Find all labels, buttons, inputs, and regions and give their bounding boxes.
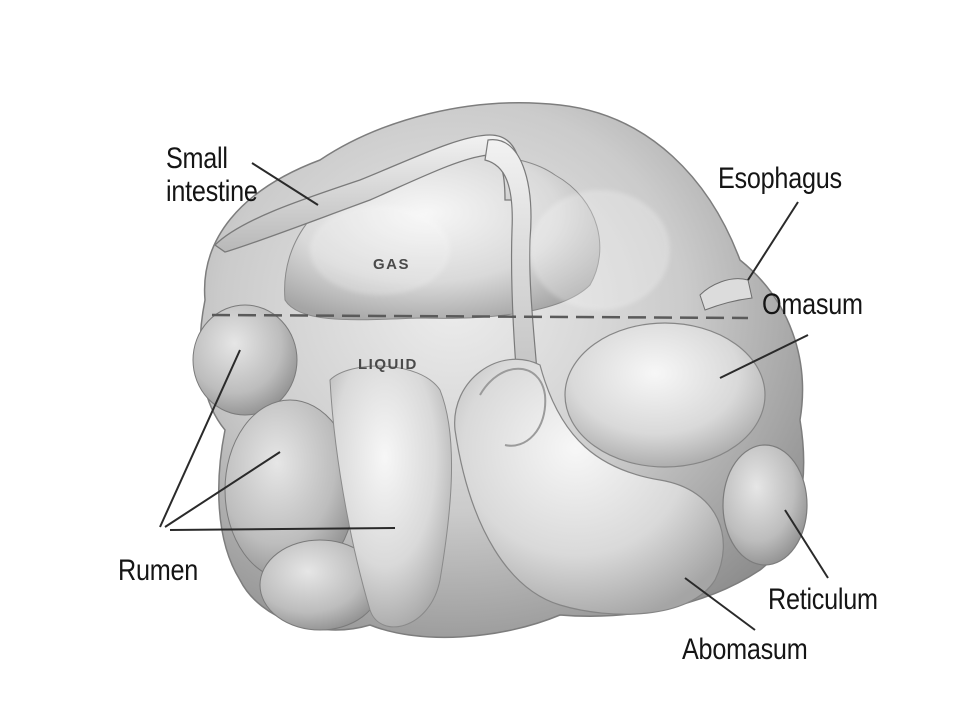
label-reticulum: Reticulum	[768, 583, 878, 616]
rumen-left-upper-lobe	[192, 304, 298, 416]
leader-small-intestine	[251, 162, 319, 206]
shading-accent	[310, 205, 450, 295]
label-small-intestine-line-1: Small	[166, 142, 228, 175]
label-rumen: Rumen	[118, 554, 198, 587]
leader-esophagus	[747, 201, 799, 281]
label-esophagus: Esophagus	[718, 162, 842, 195]
abomasum	[454, 358, 724, 615]
label-abomasum: Abomasum	[682, 633, 808, 666]
omasum	[564, 322, 766, 468]
gas-liquid-boundary	[211, 313, 749, 320]
reticulum	[722, 444, 808, 566]
leader-abomasum	[684, 577, 756, 631]
label-small-intestine-line-2: intestine	[166, 175, 258, 208]
shading-accent	[530, 190, 670, 310]
leader-reticulum	[784, 509, 829, 579]
esophagus-tube	[699, 278, 753, 311]
leader-rumen-1	[159, 349, 241, 528]
label-small-intestine: Small intestine	[166, 142, 258, 208]
leader-omasum	[719, 334, 809, 379]
label-gas-zone: GAS	[373, 256, 411, 273]
label-liquid-zone: LIQUID	[358, 356, 418, 373]
leader-rumen-3	[169, 527, 396, 531]
leader-rumen-2	[164, 451, 281, 528]
abomasum-fold	[479, 367, 547, 447]
label-omasum: Omasum	[762, 288, 863, 321]
rumen-ventral-column	[329, 365, 453, 628]
